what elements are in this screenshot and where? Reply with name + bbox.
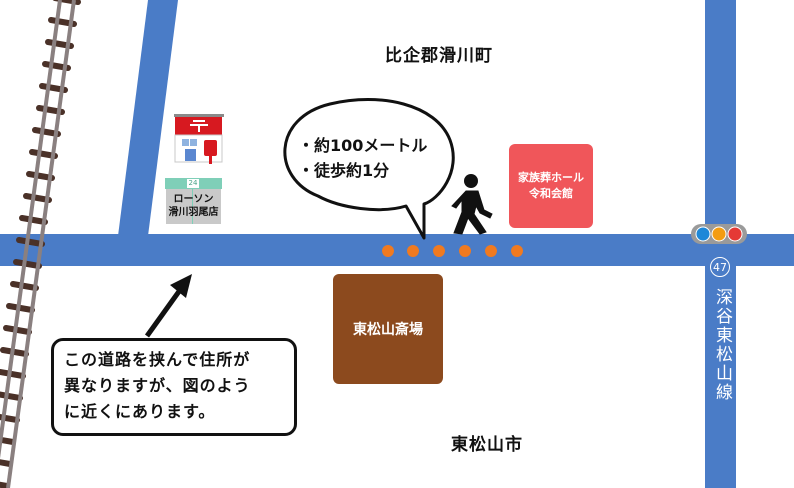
note-line2: 異なりますが、図のよう	[64, 376, 251, 395]
route-name-label: 深谷東松山線	[712, 288, 732, 402]
note-line3: に近くにあります。	[64, 402, 216, 421]
slanted-road	[118, 0, 178, 236]
lawson-name-line1: ローソン	[173, 194, 214, 205]
higashimatsuyama-crematorium[interactable]: 東松山斎場	[333, 274, 443, 384]
walking-route-dots	[382, 245, 523, 257]
lawson-24-label: 24	[188, 179, 198, 187]
railway-track	[0, 0, 81, 488]
lawson-store-name[interactable]: ローソン 滑川羽尾店	[166, 193, 221, 219]
region-label-south: 東松山市	[451, 435, 523, 455]
lawson-sign-icon	[165, 178, 222, 224]
walk-time-text: ・徒歩約1分	[298, 161, 390, 180]
arrow-to-road-icon	[144, 274, 192, 338]
route-number-badge: 47	[710, 257, 730, 277]
walking-person-icon	[451, 174, 493, 235]
address-note-callout: この道路を挟んで住所が 異なりますが、図のよう に近くにあります。	[51, 338, 297, 436]
traffic-light-icon	[691, 224, 747, 244]
speech-bubble-shape	[283, 98, 455, 240]
distance-speech-bubble: ・約100メートル ・徒歩約1分	[298, 133, 427, 183]
lawson-name-line2: 滑川羽尾店	[168, 207, 219, 218]
region-label-north: 比企郡滑川町	[385, 46, 493, 66]
funeral-hall-line1: 家族葬ホール	[518, 171, 584, 184]
note-line1: この道路を挟んで住所が	[64, 350, 251, 369]
crematorium-label: 東松山斎場	[353, 322, 423, 338]
distance-text: ・約100メートル	[298, 136, 428, 155]
funeral-hall-reiwa-kaikan[interactable]: 家族葬ホール 令和会館	[509, 144, 593, 228]
main-road	[0, 234, 794, 266]
funeral-hall-line2: 令和会館	[529, 187, 573, 200]
post-office-icon	[174, 114, 224, 164]
